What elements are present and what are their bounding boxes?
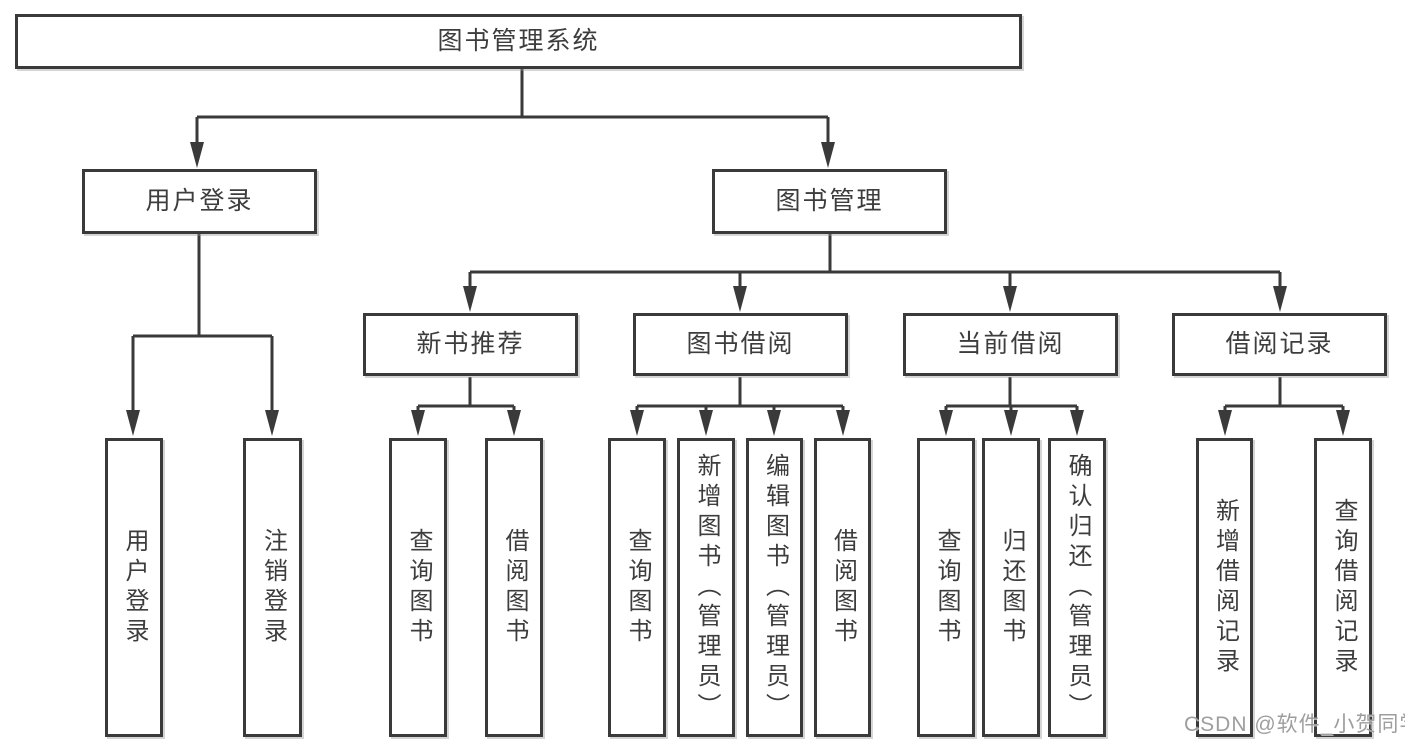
- node-library-management-system: 图书管理系统: [15, 14, 1022, 69]
- leaf-label: 归还图书: [998, 527, 1025, 648]
- node-label: 图书管理系统: [437, 27, 600, 55]
- node-new-book-recommendation: 新书推荐: [363, 313, 578, 376]
- leaf-label: 注销登录: [259, 527, 287, 648]
- leaf-query-books-recommend: 查询图书: [389, 438, 447, 737]
- leaf-add-borrow-record: 新增借阅记录: [1196, 438, 1253, 737]
- leaf-query-books-current: 查询图书: [917, 438, 975, 737]
- node-borrowing-records: 借阅记录: [1172, 313, 1387, 376]
- leaf-label: 借阅图书: [829, 527, 857, 648]
- leaf-borrow-books-recommend: 借阅图书: [485, 438, 543, 737]
- node-label: 新书推荐: [416, 330, 525, 358]
- node-book-borrowing: 图书借阅: [633, 313, 848, 376]
- leaf-logout-login: 注销登录: [243, 438, 302, 737]
- leaf-label: 编辑图书（管理员）: [761, 452, 789, 723]
- leaf-label: 查询图书: [405, 527, 432, 648]
- leaf-label: 查询借阅记录: [1330, 497, 1357, 678]
- leaf-label: 借阅图书: [501, 527, 528, 648]
- arrowheads: [126, 142, 1350, 436]
- node-label: 借阅记录: [1225, 330, 1334, 358]
- leaf-user-login: 用户登录: [105, 438, 163, 737]
- leaf-query-borrow-record: 查询借阅记录: [1314, 438, 1372, 737]
- node-label: 图书管理: [775, 187, 884, 215]
- node-label: 用户登录: [145, 187, 254, 215]
- watermark-csdn: CSDN @软件_小贺同学: [1184, 713, 1405, 736]
- node-label: 当前借阅: [956, 330, 1065, 358]
- leaf-borrow-books-borrowing: 借阅图书: [814, 438, 871, 737]
- node-label: 图书借阅: [686, 330, 795, 358]
- node-book-management: 图书管理: [712, 169, 947, 234]
- node-user-login: 用户登录: [82, 169, 317, 234]
- leaf-label: 用户登录: [121, 527, 148, 648]
- leaf-confirm-return-admin: 确认归还（管理员）: [1048, 438, 1106, 737]
- leaf-add-books-admin: 新增图书（管理员）: [677, 438, 735, 737]
- leaf-return-books: 归还图书: [982, 438, 1040, 737]
- leaf-label: 新增借阅记录: [1211, 497, 1239, 678]
- leaf-label: 新增图书（管理员）: [693, 452, 720, 723]
- leaf-label: 确认归还（管理员）: [1064, 452, 1091, 723]
- node-current-borrowing: 当前借阅: [903, 313, 1118, 376]
- leaf-label: 查询图书: [624, 527, 651, 648]
- leaf-edit-books-admin: 编辑图书（管理员）: [746, 438, 803, 737]
- leaf-query-books-borrowing: 查询图书: [608, 438, 666, 737]
- leaf-label: 查询图书: [933, 527, 960, 648]
